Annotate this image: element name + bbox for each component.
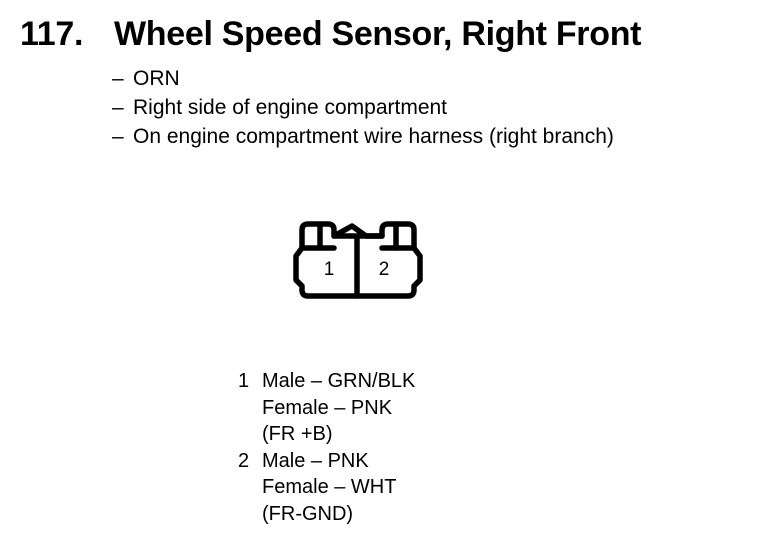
component-name: Wheel Speed Sensor, Right Front [114,15,642,53]
pin-list: 1 Male – GRN/BLK Female – PNK (FR +B) 2 … [238,368,415,527]
page-title: 117. Wheel Speed Sensor, Right Front [20,12,642,56]
pin-circuit: (FR +B) [262,423,333,445]
location-notes: –ORN –Right side of engine compartment –… [112,64,614,151]
component-number: 117. [20,15,84,53]
note-text: ORN [133,67,180,90]
note-harness: –On engine compartment wire harness (rig… [112,122,614,151]
pin-male-wire: Male – PNK [262,449,369,472]
connector-pin-label: 2 [379,259,390,280]
note-location: –Right side of engine compartment [112,93,614,122]
pin-entry: 2 Male – PNK Female – WHT (FR-GND) [238,448,415,528]
note-text: On engine compartment wire harness (righ… [133,125,614,148]
connector-diagram: 1 2 [293,221,423,299]
connector-pin-label: 1 [324,259,335,280]
note-color: –ORN [112,64,614,93]
pin-female-wire: Female – WHT [262,476,397,498]
note-text: Right side of engine compartment [133,96,448,119]
note-dash: – [112,67,124,90]
pin-number: 2 [238,449,250,472]
pin-circuit: (FR-GND) [262,502,354,525]
pin-entry: 1 Male – GRN/BLK Female – PNK (FR +B) [238,368,415,448]
pin-female-wire: Female – PNK [262,396,393,419]
connector-outline [293,221,423,299]
pin-male-wire: Male – GRN/BLK [262,370,416,392]
pin-number: 1 [238,370,250,392]
note-dash: – [112,96,124,119]
note-dash: – [112,125,124,148]
